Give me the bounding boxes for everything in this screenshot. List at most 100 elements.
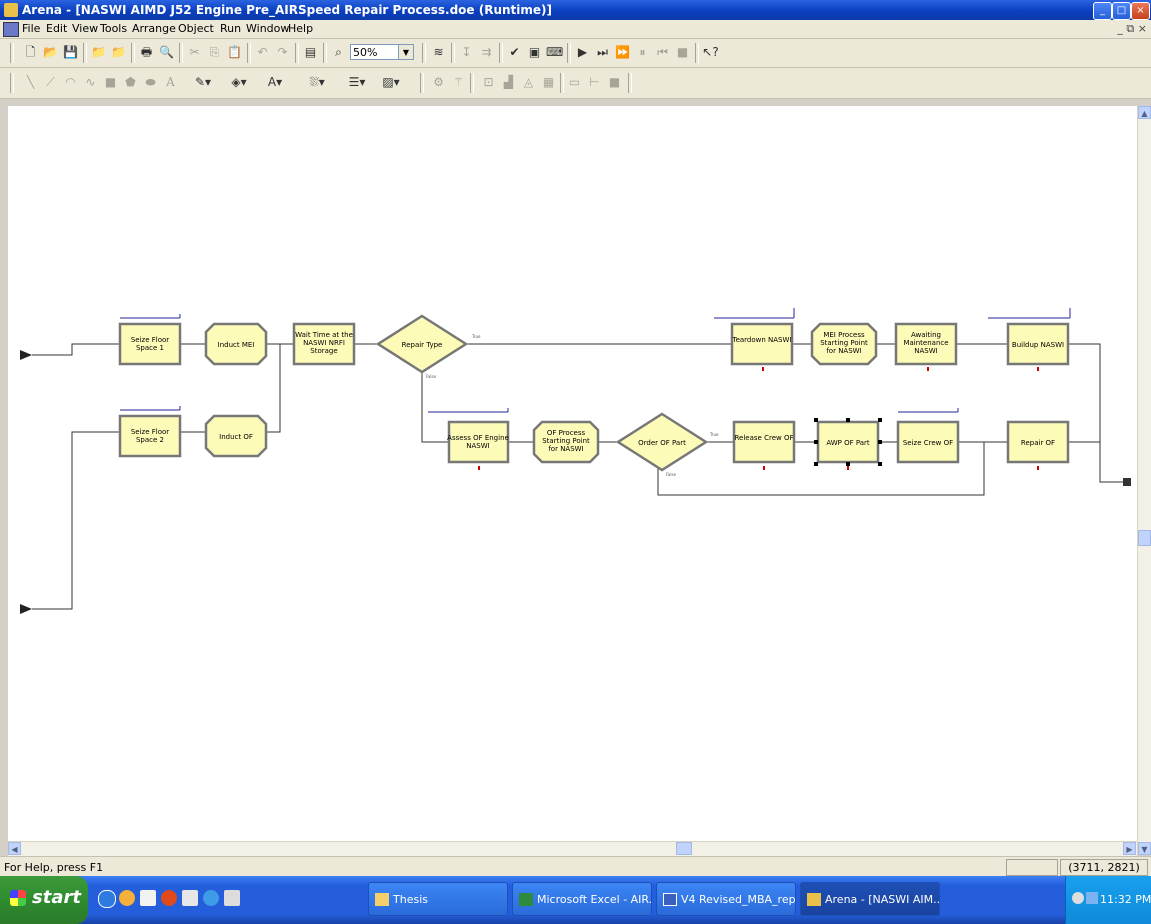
menu-object[interactable]: Object	[178, 22, 214, 35]
arc-icon[interactable]: ◠	[65, 75, 76, 89]
filter-icon[interactable]: ⚚	[453, 75, 464, 89]
vertical-scrollbar[interactable]: ▲ ▼	[1137, 106, 1151, 855]
step-icon[interactable]: ⏭	[597, 45, 608, 59]
check-model-icon[interactable]: ✔	[509, 45, 520, 59]
module-release-crew-of[interactable]: Release Crew OF	[732, 420, 796, 464]
copy-icon[interactable]: ⎘	[209, 45, 220, 59]
line-color-icon[interactable]: ✎▾	[194, 75, 212, 89]
messenger-icon[interactable]	[203, 890, 219, 906]
menu-edit[interactable]: Edit	[46, 22, 68, 35]
layers-icon[interactable]: ⚙	[433, 75, 444, 89]
template-attach-icon[interactable]: 📁	[91, 45, 106, 59]
module-induct-mei[interactable]: Induct MEI	[204, 322, 268, 366]
media-player-icon[interactable]	[161, 890, 177, 906]
maximize-icon[interactable]: □	[1112, 2, 1131, 20]
fast-forward-icon[interactable]: ⏩	[615, 45, 630, 59]
chevron-down-icon[interactable]: ▼	[398, 44, 414, 60]
module-awp-of-part[interactable]: AWP OF Part	[814, 418, 882, 466]
save-icon[interactable]: 💾	[63, 45, 78, 59]
window-background-color-icon[interactable]: ⛆▾	[309, 75, 325, 89]
task-thesis[interactable]: Thesis	[368, 882, 508, 916]
menu-arrange[interactable]: Arrange	[132, 22, 176, 35]
queue-icon[interactable]: ⊢	[589, 75, 600, 89]
menu-run[interactable]: Run	[220, 22, 242, 35]
document-icon[interactable]	[3, 22, 19, 37]
zoom-icon[interactable]: ⌕	[335, 45, 342, 59]
print-icon[interactable]: 🖶	[140, 45, 153, 59]
horizontal-scroll-thumb[interactable]	[676, 842, 692, 855]
open-folder-icon[interactable]: 📂	[43, 45, 58, 59]
task-word[interactable]: V4 Revised_MBA_rep...	[656, 882, 796, 916]
cut-icon[interactable]: ✂	[189, 45, 200, 59]
vertical-scroll-thumb[interactable]	[1138, 530, 1151, 546]
menu-file[interactable]: File	[22, 22, 41, 35]
menu-view[interactable]: View	[72, 22, 99, 35]
animate-connectors-icon[interactable]: ↧	[461, 45, 472, 59]
mdi-window-controls[interactable]: _ ⧉ ×	[1117, 22, 1147, 35]
outlook-icon[interactable]	[140, 890, 156, 906]
scroll-left-icon[interactable]: ◀	[8, 842, 21, 855]
menu-help[interactable]: Help	[288, 22, 314, 35]
fill-pattern-icon[interactable]: ▨▾	[382, 75, 400, 89]
print-preview-icon[interactable]: 🔍	[159, 45, 174, 59]
zoom-select[interactable]: 50%	[350, 44, 406, 60]
module-order-of-part[interactable]: Order OF Part	[615, 412, 709, 472]
menu-tools[interactable]: Tools	[100, 22, 128, 35]
plot-icon[interactable]: ◬	[523, 75, 534, 89]
arena-app-icon[interactable]	[4, 3, 18, 17]
histogram-icon[interactable]: ▦	[542, 75, 555, 89]
connect-icon[interactable]: ≋	[433, 45, 444, 59]
browser-icon[interactable]	[98, 890, 116, 908]
box-icon[interactable]: ■	[104, 75, 117, 89]
scroll-right-icon[interactable]: ▶	[1123, 842, 1136, 855]
line-width-icon[interactable]: ☰▾	[348, 75, 366, 89]
tools-icon[interactable]	[182, 890, 198, 906]
new-file-icon[interactable]: 🗋	[25, 45, 36, 59]
paste-icon[interactable]: 📋	[227, 45, 242, 59]
desktop-icon[interactable]	[224, 890, 240, 906]
scroll-up-icon[interactable]: ▲	[1138, 106, 1151, 119]
pause-icon[interactable]: ⏸	[639, 45, 646, 59]
level-icon[interactable]: ▟	[503, 75, 514, 89]
start-over-icon[interactable]: ⏮	[657, 45, 668, 59]
selection-handles[interactable]	[814, 418, 882, 466]
command-icon[interactable]: ⌨	[546, 45, 564, 59]
ie-icon[interactable]	[119, 890, 135, 906]
undo-icon[interactable]: ↶	[257, 45, 268, 59]
ellipse-icon[interactable]: ⬬	[145, 75, 156, 89]
end-icon[interactable]: ■	[676, 45, 689, 59]
run-setup-icon[interactable]: ▣	[528, 45, 541, 59]
polygon-icon[interactable]: ⬟	[125, 75, 136, 89]
toolbar-grip[interactable]	[10, 43, 14, 63]
menu-window[interactable]: Window	[246, 22, 290, 35]
module-seize-crew-of[interactable]: Seize Crew OF	[896, 420, 960, 464]
go-icon[interactable]: ▶	[577, 45, 588, 59]
variable-icon[interactable]: ▭	[568, 75, 581, 89]
polyline-icon[interactable]: ⟋	[46, 75, 55, 89]
template-detach-icon[interactable]: 📁	[111, 45, 126, 59]
horizontal-scrollbar[interactable]: ◀ ▶	[8, 841, 1137, 856]
minimize-icon[interactable]: _	[1093, 2, 1112, 20]
module-repair-type[interactable]: Repair Type	[375, 314, 469, 374]
bezier-icon[interactable]: ∿	[85, 75, 96, 89]
module-buildup-naswi[interactable]: Buildup NASWI	[1006, 322, 1070, 366]
module-induct-of[interactable]: Induct OF	[204, 414, 268, 458]
view-region-icon[interactable]: ▤	[304, 45, 317, 59]
resource-icon[interactable]: ■	[608, 75, 621, 89]
toolbar-grip[interactable]	[10, 73, 14, 93]
text-color-icon[interactable]: A▾	[267, 75, 283, 89]
submodel-icon[interactable]: ⇉	[481, 45, 492, 59]
scroll-down-icon[interactable]: ▼	[1138, 842, 1151, 855]
module-teardown-naswi[interactable]: Teardown NASWI	[730, 322, 794, 366]
tray-arrow-icon[interactable]	[1072, 892, 1084, 904]
line-icon[interactable]: ╲	[26, 75, 35, 89]
clock-icon[interactable]: ⊡	[483, 75, 494, 89]
